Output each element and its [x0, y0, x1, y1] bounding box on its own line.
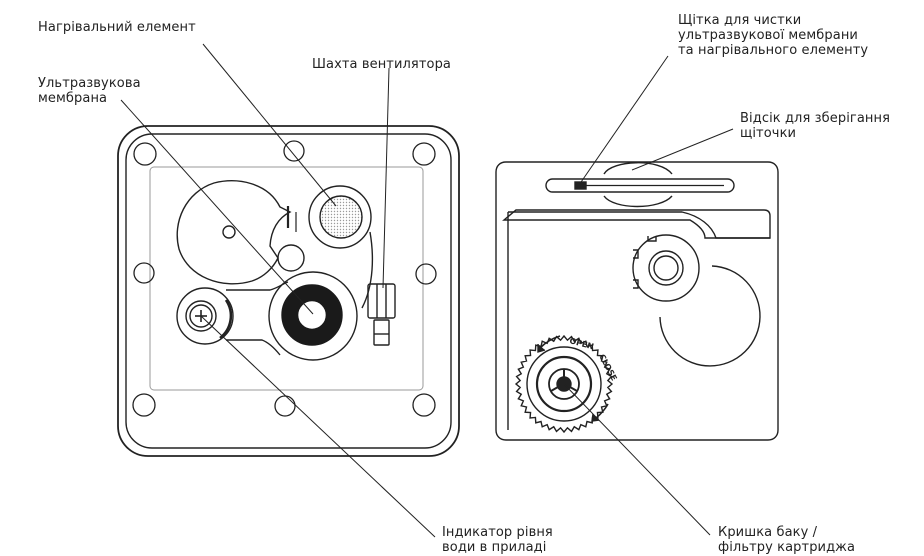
label-line: Ультразвукова: [38, 76, 141, 91]
screw-hole: [412, 142, 436, 166]
screw-hole: [133, 142, 157, 166]
tank-cap-spokes: [550, 369, 578, 392]
label-heating-element-text: Нагрівальний елемент: [38, 20, 196, 35]
label-line: Щітка для чистки: [678, 13, 802, 28]
tank-cap-gear: [514, 334, 614, 434]
brush-storage-bump: [603, 195, 673, 208]
indicator-arc: [219, 299, 233, 340]
tank-outer-frame: [495, 161, 779, 441]
membrane-housing: [268, 271, 358, 361]
label-heating-element: Нагрівальний елемент: [38, 20, 196, 35]
ultrasonic-membrane-center: [298, 301, 326, 329]
label-fan-shaft: Шахта вентилятора: [312, 57, 451, 72]
cartridge-outlet: [659, 265, 761, 367]
base-unit: [117, 125, 460, 457]
connector-ring: [277, 244, 305, 272]
leader-brush-storage: [631, 128, 734, 171]
cartridge-outlet-ring: [632, 234, 700, 302]
leader-heating-element: [202, 43, 337, 207]
base-outer-frame: [117, 125, 460, 457]
screw-hole: [132, 393, 156, 417]
brush-slot: [545, 178, 735, 193]
screw-hole: [283, 140, 305, 162]
tank-unit: [495, 161, 779, 441]
heating-element-housing: [308, 185, 372, 249]
label-line: Індикатор рівня: [442, 525, 553, 540]
label-line: та нагрівального елементу: [678, 43, 869, 58]
heater-housing: [176, 180, 292, 285]
fan-shaft: [367, 283, 396, 319]
brush-storage-bump: [603, 162, 673, 175]
label-line: щіточки: [740, 126, 797, 141]
leader-water-level: [200, 315, 436, 538]
cartridge-outlet-port-inner: [653, 255, 679, 281]
indicator-lobe: [176, 287, 234, 345]
label-line: мембрана: [38, 91, 108, 106]
screw-hole: [415, 263, 437, 285]
membrane-arm: [361, 231, 374, 309]
heating-element-mesh: [319, 195, 363, 239]
leader-lines: [120, 43, 734, 538]
label-line: води в приладі: [442, 540, 547, 555]
arrow-head-icon: [591, 413, 600, 422]
leader-cleaning-brush: [578, 55, 669, 186]
screw-hole: [133, 262, 155, 284]
screw-hole: [412, 393, 436, 417]
label-water-level-indicator: Індикатор рівня води в приладі: [442, 525, 553, 555]
tank-cap-ring: [526, 346, 602, 422]
tank-compartment-body: [507, 211, 770, 430]
label-brush-storage: Відсік для зберігання щіточки: [740, 111, 890, 141]
water-level-indicator-inner: [189, 304, 213, 328]
leader-tank-cap: [563, 383, 711, 536]
leader-fan-shaft: [382, 67, 390, 289]
arrow-head-icon: [537, 344, 546, 353]
label-line: Відсік для зберігання: [740, 111, 891, 126]
water-level-indicator: [185, 300, 217, 332]
base-inner-frame: [125, 133, 452, 449]
screw-hole: [274, 395, 296, 417]
label-ultrasonic-membrane: Ультразвукова мембрана: [38, 76, 141, 106]
label-line: ультразвукової мембрани: [678, 28, 858, 43]
leader-ultrasonic-membrane: [120, 99, 314, 315]
fan-shaft-stem: [373, 319, 390, 346]
label-cleaning-brush: Щітка для чистки ультразвукової мембрани…: [678, 13, 868, 58]
cap-open-text: OPEN: [568, 336, 594, 351]
heater-small-hole: [222, 225, 236, 239]
screw-holes: [132, 140, 437, 417]
tank-cap[interactable]: OPEN CLOSE: [514, 334, 619, 434]
label-tank-cap: Кришка баку / фільтру картриджа: [718, 525, 855, 555]
cartridge-outlet-port: [648, 250, 684, 286]
label-line: Кришка баку /: [718, 525, 818, 540]
tank-compartment: [502, 209, 771, 239]
tank-cap-inner-ring: [535, 355, 593, 413]
label-fan-shaft-text: Шахта вентилятора: [312, 57, 451, 72]
cartridge-outlet-notches: [633, 236, 657, 289]
indicator-bridge: [226, 281, 289, 356]
base-plate: [149, 166, 424, 391]
label-line: фільтру картриджа: [718, 540, 856, 555]
